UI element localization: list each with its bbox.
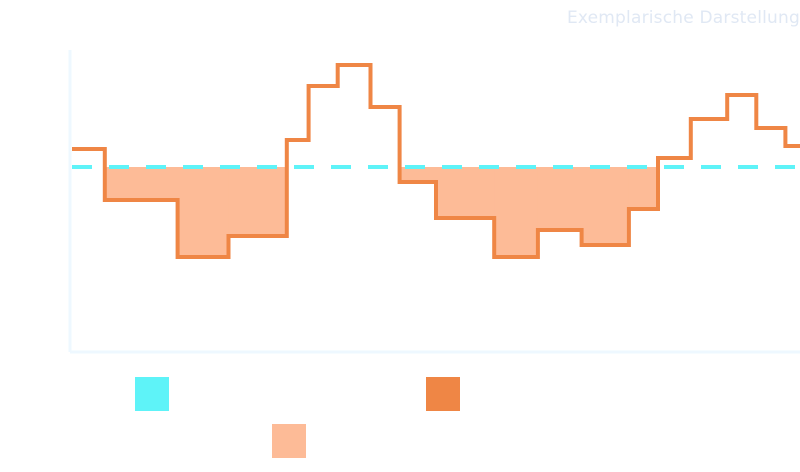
- legend: [135, 377, 460, 458]
- shortfall-area-12: [581, 167, 630, 245]
- step-series: [72, 63, 800, 259]
- shortfall-area-2: [177, 167, 230, 257]
- shortfall-area-11: [537, 167, 583, 230]
- shortfall-area-3: [228, 167, 288, 236]
- shortfall-fills: [104, 167, 659, 257]
- shortfall-area-1: [104, 167, 179, 200]
- axes: [68, 50, 800, 354]
- shortfall-area-8: [399, 167, 437, 182]
- legend-swatch-1: [426, 377, 460, 411]
- legend-swatch-0: [135, 377, 169, 411]
- step-line: [72, 63, 800, 259]
- shortfall-area-9: [436, 167, 495, 218]
- legend-swatch-2: [272, 424, 306, 458]
- shortfall-area-10: [494, 167, 539, 257]
- shortfall-area-13: [628, 167, 659, 209]
- chart-note: Exemplarische Darstellung: [566, 8, 800, 28]
